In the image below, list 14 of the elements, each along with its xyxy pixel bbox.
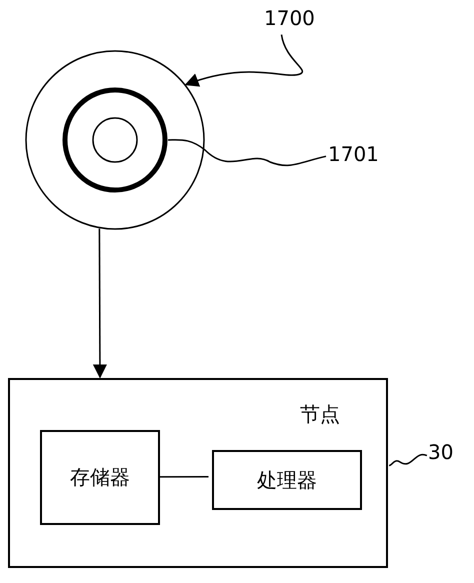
node-frame — [8, 378, 388, 568]
node-title: 节点 — [300, 402, 340, 426]
leader-line — [168, 139, 326, 166]
arrow — [92, 228, 107, 378]
component-block: 处理器 — [212, 450, 362, 510]
track-ring — [62, 87, 168, 193]
callout-number: 1700 — [264, 6, 314, 32]
connector-line — [159, 476, 208, 478]
disc-drawing — [25, 50, 205, 230]
callout-number: 30 — [428, 440, 464, 466]
leader-arrow — [184, 34, 303, 88]
leader-line — [388, 454, 428, 466]
component-block: 存储器 — [40, 430, 160, 525]
callout-number: 1701 — [328, 142, 378, 168]
